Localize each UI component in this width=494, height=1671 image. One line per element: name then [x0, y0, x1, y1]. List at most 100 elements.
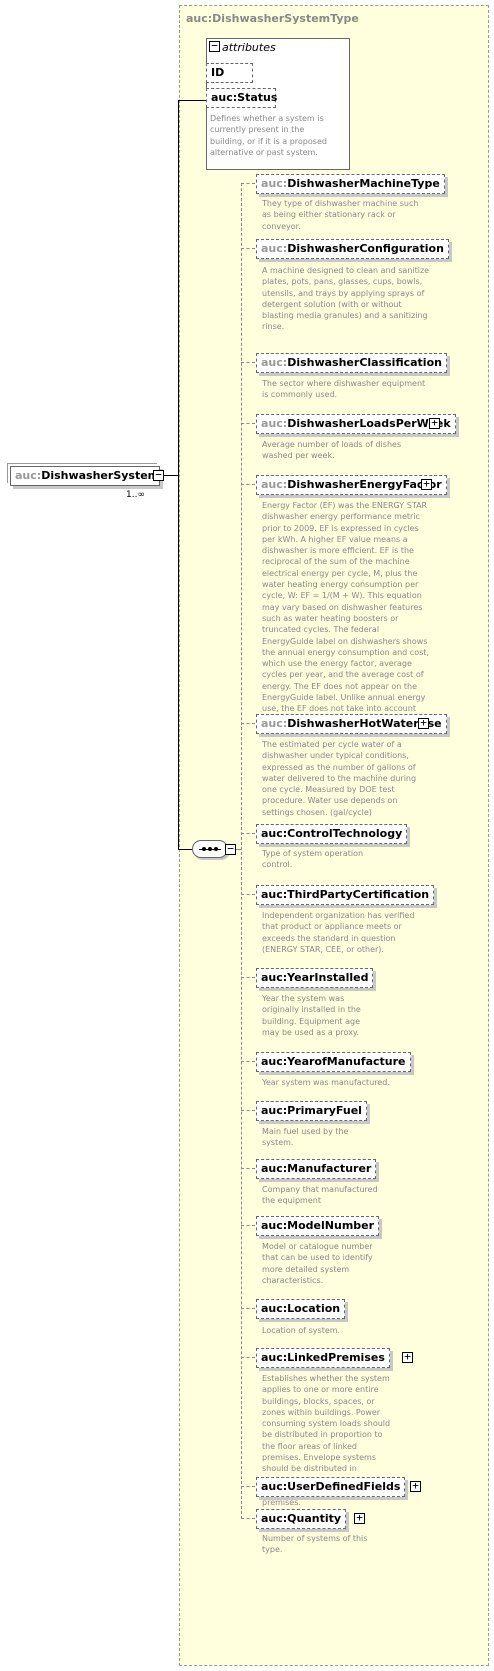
expand-icon[interactable]: +	[354, 1512, 365, 1524]
element-description: A machine designed to clean and sanitize…	[262, 266, 430, 332]
element-name: auc:Quantity	[261, 1512, 342, 1525]
element-name: DishwasherMachineType	[287, 177, 440, 190]
attribute-status-label: auc:Status	[211, 91, 278, 104]
element-name: auc:YearInstalled	[261, 971, 369, 984]
element-name: auc:Location	[261, 1302, 341, 1315]
element-description: Company that manufactured the equipment	[262, 1185, 378, 1206]
element-model-number[interactable]: auc:ModelNumber	[256, 1216, 380, 1236]
attributes-collapse-icon[interactable]: −	[209, 40, 220, 52]
branch-line	[241, 723, 255, 724]
root-cardinality: 1..∞	[126, 490, 145, 500]
element-prefix: auc:	[261, 717, 288, 730]
element-name: DishwasherEnergyFactor	[287, 478, 442, 491]
element-manufacturer[interactable]: auc:Manufacturer	[256, 1159, 377, 1179]
element-description: The estimated per cycle water of a dishw…	[262, 740, 417, 817]
element-name: auc:PrimaryFuel	[261, 1104, 362, 1117]
element-dishwasher-energy-factor[interactable]: auc:DishwasherEnergyFactor	[256, 475, 447, 495]
branch-line	[241, 1486, 255, 1487]
complex-type-title: auc:DishwasherSystemType	[186, 12, 359, 25]
element-primary-fuel[interactable]: auc:PrimaryFuel	[256, 1101, 367, 1121]
connector-root-horizontal	[164, 475, 178, 476]
element-dishwasher-machine-type[interactable]: auc:DishwasherMachineType	[256, 174, 445, 194]
element-prefix: auc:	[261, 478, 288, 491]
element-description: Main fuel used by the system.	[262, 1127, 349, 1148]
element-name: DishwasherLoadsPerWeek	[287, 417, 451, 430]
branch-line	[241, 248, 255, 249]
branch-line	[241, 833, 255, 834]
element-yearof-manufacture[interactable]: auc:YearofManufacture	[256, 1052, 411, 1072]
element-description: Model or catalogue number that can be us…	[262, 1242, 373, 1285]
sequence-branch-join	[236, 849, 241, 850]
element-year-installed[interactable]: auc:YearInstalled	[256, 968, 374, 988]
attribute-status[interactable]: auc:Status	[206, 88, 278, 108]
element-linked-premises[interactable]: auc:LinkedPremises	[256, 1348, 390, 1368]
element-description: The sector where dishwasher equipment is…	[262, 379, 426, 400]
root-collapse-icon[interactable]: −	[153, 469, 164, 481]
attribute-id-label: ID	[211, 66, 225, 79]
element-prefix: auc:	[261, 417, 288, 430]
branch-line	[241, 1061, 255, 1062]
element-name: auc:Manufacturer	[261, 1162, 372, 1175]
element-prefix: auc:	[261, 177, 288, 190]
element-dishwasher-classification[interactable]: auc:DishwasherClassification	[256, 353, 447, 373]
branch-line	[241, 1308, 255, 1309]
element-description: Year the system was originally installed…	[262, 994, 361, 1037]
element-name: DishwasherHotWaterUse	[287, 717, 442, 730]
expand-icon[interactable]: +	[410, 1480, 421, 1492]
branch-line	[241, 423, 255, 424]
expand-icon[interactable]: +	[418, 717, 429, 729]
element-name: auc:ControlTechnology	[261, 827, 403, 840]
sequence-compositor-icon[interactable]	[192, 840, 228, 858]
element-name: auc:ModelNumber	[261, 1219, 375, 1232]
connector-vertical-trunk	[178, 100, 179, 850]
branch-line	[241, 1168, 255, 1169]
element-name: DishwasherClassification	[287, 356, 442, 369]
element-dishwasher-loads-per-week[interactable]: auc:DishwasherLoadsPerWeek	[256, 414, 456, 434]
element-dishwasher-configuration[interactable]: auc:DishwasherConfiguration	[256, 239, 449, 259]
element-quantity[interactable]: auc:Quantity	[256, 1509, 347, 1529]
root-element-dishwasher-system[interactable]: auc:DishwasherSystem	[10, 466, 160, 486]
element-name: auc:LinkedPremises	[261, 1351, 385, 1364]
element-description: Location of system.	[262, 1326, 341, 1335]
expand-icon[interactable]: +	[429, 417, 440, 429]
attribute-id[interactable]: ID	[206, 63, 253, 83]
element-name: DishwasherConfiguration	[287, 242, 444, 255]
branch-line	[241, 1357, 255, 1358]
connector-attributes	[178, 100, 206, 101]
element-description: Independent organization has verified th…	[262, 911, 415, 954]
branch-line	[241, 977, 255, 978]
element-control-technology[interactable]: auc:ControlTechnology	[256, 824, 408, 844]
branch-line	[241, 362, 255, 363]
expand-icon[interactable]: +	[402, 1351, 413, 1363]
element-description: Type of system operation control.	[262, 849, 364, 870]
element-user-defined-fields[interactable]: auc:UserDefinedFields	[256, 1477, 406, 1497]
element-description: They type of dishwasher machine such as …	[262, 199, 419, 231]
element-name: auc:UserDefinedFields	[261, 1480, 401, 1493]
root-element-prefix: auc:	[15, 469, 42, 482]
element-location[interactable]: auc:Location	[256, 1299, 346, 1319]
connector-sequence	[178, 849, 192, 850]
attributes-title: attributes	[222, 41, 276, 54]
sequence-vertical-branch	[241, 183, 242, 1519]
branch-line	[241, 1225, 255, 1226]
element-description: Average number of loads of dishes washed…	[262, 440, 402, 461]
element-prefix: auc:	[261, 242, 288, 255]
element-description: Number of systems of this type.	[262, 1534, 368, 1555]
branch-line	[241, 1518, 255, 1519]
branch-line	[241, 484, 255, 485]
element-third-party-certification[interactable]: auc:ThirdPartyCertification	[256, 885, 435, 905]
element-description: Energy Factor (EF) was the ENERGY STAR d…	[262, 501, 429, 736]
branch-line	[241, 894, 255, 895]
branch-line	[241, 1110, 255, 1111]
expand-icon[interactable]: +	[421, 478, 432, 490]
element-prefix: auc:	[261, 356, 288, 369]
element-name: auc:YearofManufacture	[261, 1055, 406, 1068]
sequence-collapse-icon[interactable]: −	[225, 843, 236, 855]
attribute-status-description: Defines whether a system is currently pr…	[210, 114, 327, 157]
element-name: auc:ThirdPartyCertification	[261, 888, 430, 901]
branch-line	[241, 183, 255, 184]
element-dishwasher-hot-water-use[interactable]: auc:DishwasherHotWaterUse	[256, 714, 447, 734]
root-element-name: DishwasherSystem	[41, 469, 160, 482]
element-description: Year system was manufactured.	[262, 1078, 390, 1087]
